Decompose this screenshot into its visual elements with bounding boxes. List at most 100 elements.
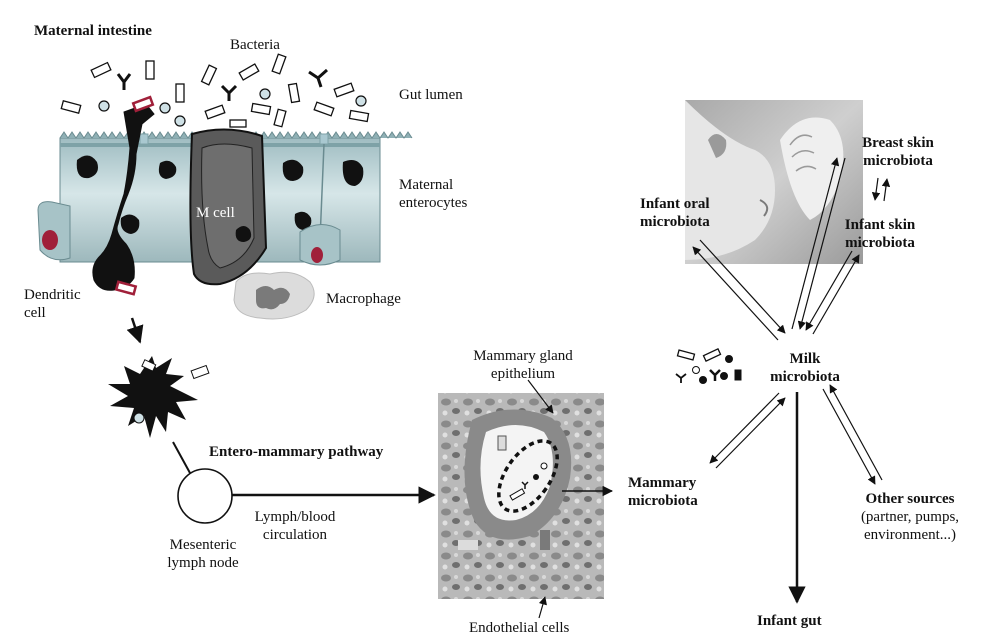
lymph-blood-line2: circulation (262, 527, 328, 543)
mammary-gland-epithelium-label: Mammary gland epithelium (448, 347, 598, 383)
entero-mammary-pathway-label: Entero-mammary pathway (209, 444, 384, 460)
gut-lumen-bacteria (60, 53, 370, 128)
milk-microbes (675, 348, 742, 384)
coccus-bacterium-icon (725, 355, 733, 363)
mesenteric-lymph-node-line2: lymph node (167, 555, 239, 571)
rod-bacterium-icon (348, 109, 370, 123)
y-shaped-bacterium-icon (116, 73, 132, 90)
m-cell-icon (189, 128, 268, 286)
y-shaped-bacterium-icon (675, 373, 687, 383)
other-sources-line2: (partner, pumps, (860, 509, 960, 525)
rod-bacterium-icon (287, 82, 301, 104)
coccus-bacterium-icon (355, 95, 367, 107)
epithelium-pointer (527, 379, 554, 414)
breast-skin-microbiota-label: Breast skin microbiota (848, 134, 948, 170)
macrophage-icon (233, 271, 315, 320)
rod-bacterium-icon (200, 64, 218, 86)
coccus-bacterium-icon (699, 376, 707, 384)
dendritic-cell-label: Dendritic cell (24, 286, 81, 322)
coccus-bacterium-icon (692, 366, 700, 374)
lymph-node-icon (177, 468, 233, 524)
other-sources-line1: Other sources (865, 491, 955, 507)
infant-gut-label: Infant gut (757, 613, 822, 629)
maternal-enterocytes-line1: Maternal (399, 177, 454, 193)
dendritic-cell-in-epithelium-icon (92, 95, 155, 296)
dendritic-migration-arrow (126, 317, 144, 344)
rod-bacterium-icon (333, 82, 355, 98)
infant-oral-line2: microbiota (640, 214, 710, 230)
dendritic-cell-icon (108, 356, 210, 438)
rod-bacterium-icon (238, 63, 260, 81)
mesenteric-lymph-node-label: Mesenteric lymph node (148, 536, 258, 572)
nucleus-icon (294, 211, 312, 230)
rod-bacterium-icon (90, 61, 112, 79)
coccus-bacterium-icon (720, 372, 728, 380)
infant-oral-line1: Infant oral (640, 196, 710, 212)
rod-bacterium-icon (175, 83, 185, 103)
nucleus-icon (282, 159, 304, 181)
rod-bacterium-icon (273, 108, 287, 128)
rod-bacterium-icon (145, 60, 155, 80)
milk-microbiota-label: Milk microbiota (760, 350, 850, 386)
rod-bacterium-icon (60, 100, 82, 114)
exchange-arrows (692, 157, 891, 485)
rod-bacterium-icon (204, 104, 226, 120)
y-shaped-bacterium-icon (709, 369, 721, 381)
maternal-enterocytes-line2: enterocytes (399, 195, 468, 211)
mammary-microbiota-line2: microbiota (628, 493, 698, 509)
milk-microbiota-line1: Milk (789, 351, 821, 367)
mammary-gland-epithelium-line2: epithelium (490, 366, 556, 382)
coccus-bacterium-icon (259, 88, 271, 100)
gut-lumen-label: Gut lumen (399, 87, 463, 103)
other-sources-line3: environment...) (863, 527, 957, 543)
milk-microbiota-line2: microbiota (770, 369, 840, 385)
rod-bacterium-icon (250, 102, 272, 116)
infant-skin-line1: Infant skin (844, 217, 916, 233)
dendritic-cell-line1: Dendritic (24, 287, 81, 303)
macrophage-label: Macrophage (326, 291, 401, 307)
mammary-gland-epithelium-line1: Mammary gland (473, 348, 573, 364)
breast-skin-line2: microbiota (863, 153, 933, 169)
coccus-bacterium-icon (159, 102, 171, 114)
gut-lumen-y-bacteria (116, 68, 328, 101)
gut-lumen-cocci (98, 88, 367, 127)
rod-bacterium-icon (702, 348, 722, 362)
mesenteric-lymph-node-line1: Mesenteric (169, 537, 237, 553)
rod-bacterium-icon (271, 53, 287, 75)
infant-skin-microbiota-label: Infant skin microbiota (830, 216, 930, 252)
infant-oral-microbiota-label: Infant oral microbiota (640, 195, 710, 231)
rod-bacterium-icon (734, 369, 742, 381)
y-shaped-bacterium-icon (220, 84, 238, 101)
endothelial-pointer (538, 596, 547, 619)
breast-skin-line1: Breast skin (862, 135, 934, 151)
lymph-blood-circulation-label: Lymph/blood circulation (240, 508, 350, 544)
enterocyte-side-cell-icon (37, 201, 71, 261)
nucleus-icon (311, 247, 323, 263)
dendritic-cell-line2: cell (24, 305, 46, 321)
infant-skin-line2: microbiota (845, 235, 915, 251)
rod-bacterium-icon (229, 119, 247, 128)
rod-bacterium-icon (313, 101, 335, 117)
nucleus-icon (158, 160, 177, 179)
y-shaped-bacterium-icon (308, 68, 328, 88)
lymph-blood-line1: Lymph/blood (254, 509, 336, 525)
endothelial-cells-label: Endothelial cells (469, 620, 570, 636)
coccus-bacterium-icon (174, 115, 186, 127)
nucleus-icon (120, 214, 140, 234)
dendritic-to-node-line (172, 441, 191, 474)
nucleus-icon (76, 155, 98, 179)
bacteria-label: Bacteria (230, 37, 280, 53)
enterocyte-side-cell-icon (299, 224, 341, 266)
maternal-intestine-label: Maternal intestine (34, 23, 152, 39)
other-sources-label: Other sources (partner, pumps, environme… (840, 490, 980, 544)
mammary-microbiota-line1: Mammary (628, 475, 697, 491)
nucleus-icon (342, 160, 364, 186)
coccus-bacterium-icon (98, 100, 110, 112)
mammary-microbiota-label: Mammary microbiota (628, 474, 698, 510)
nucleus-icon (42, 230, 58, 250)
rod-bacterium-icon (676, 349, 696, 361)
maternal-enterocytes-label: Maternal enterocytes (399, 176, 467, 212)
m-cell-label: M cell (196, 205, 235, 221)
histology-image (438, 393, 604, 599)
